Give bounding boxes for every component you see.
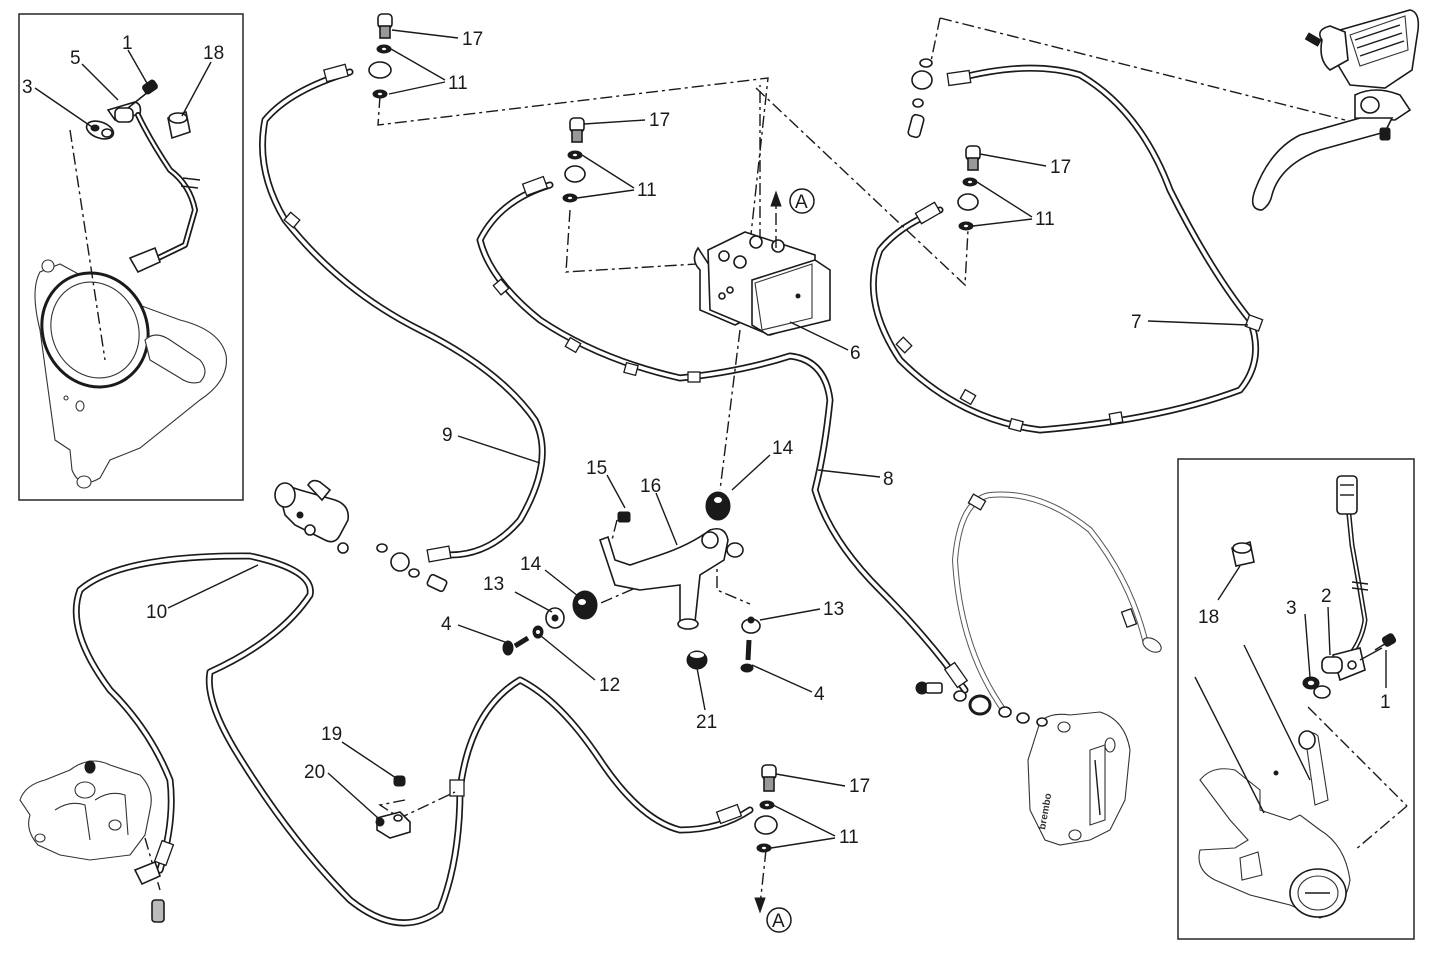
callout-leaders bbox=[167, 29, 1249, 849]
callout-11: 11 bbox=[1035, 209, 1055, 230]
callout-18: 18 bbox=[203, 43, 224, 64]
callout-4: 4 bbox=[814, 684, 825, 705]
callout-labels: 17 11 17 11 17 11 6 7 8 9 10 14 15 16 14… bbox=[146, 29, 1142, 848]
callout-17: 17 bbox=[849, 776, 870, 797]
banjo-assembly-right bbox=[957, 145, 981, 231]
callout-1: 1 bbox=[122, 33, 133, 54]
front-brake-caliper: brembo bbox=[1027, 711, 1131, 846]
ref-circle-top bbox=[789, 188, 815, 214]
banjo-assembly-center bbox=[562, 117, 586, 203]
callout-2: 2 bbox=[1321, 586, 1332, 607]
rear-brake-caliper bbox=[19, 760, 165, 923]
callout-3: 3 bbox=[1286, 598, 1297, 619]
callout-13: 13 bbox=[823, 599, 844, 620]
callout-17: 17 bbox=[1050, 157, 1071, 178]
front-brake-lever-master-cylinder bbox=[1251, 9, 1420, 211]
inset-frame-left bbox=[18, 13, 244, 501]
callout-6: 6 bbox=[850, 343, 861, 364]
callout-17: 17 bbox=[649, 110, 670, 131]
callout-11: 11 bbox=[839, 827, 859, 848]
inset-front-sensor: 1 5 3 18 bbox=[18, 13, 244, 501]
banjo-assembly-top-left bbox=[368, 13, 393, 99]
callout-9: 9 bbox=[442, 425, 453, 446]
hose-10 bbox=[72, 552, 754, 927]
banjo-assembly-top-right-lever bbox=[907, 58, 933, 139]
screw-19 bbox=[393, 775, 406, 787]
rubber-mount-upper bbox=[705, 491, 731, 521]
screw-15 bbox=[617, 511, 631, 523]
hose-7 bbox=[869, 64, 1264, 434]
cable-clip-left bbox=[167, 110, 191, 140]
assembly-line bbox=[69, 129, 106, 361]
callout-1: 1 bbox=[1380, 692, 1391, 713]
rear-speed-sensor bbox=[1321, 475, 1369, 682]
reference-arrow-bottom: A bbox=[754, 897, 792, 933]
callout-10: 10 bbox=[146, 602, 167, 623]
inset-frame-right bbox=[1177, 458, 1415, 940]
rear-master-cylinder bbox=[274, 479, 448, 593]
abs-control-unit bbox=[693, 231, 831, 336]
hose-clamp-20 bbox=[375, 811, 411, 839]
rear-swingarm-hub bbox=[1194, 644, 1351, 919]
reference-arrow-top: A bbox=[770, 188, 815, 248]
callout-11: 11 bbox=[448, 73, 468, 94]
callout-4: 4 bbox=[441, 614, 452, 635]
callout-7: 7 bbox=[1131, 312, 1142, 333]
callout-21: 21 bbox=[696, 712, 717, 733]
callout-3: 3 bbox=[22, 77, 33, 98]
callout-18: 18 bbox=[1198, 607, 1219, 628]
callout-17: 17 bbox=[462, 29, 483, 50]
reference-label-A-top: A bbox=[795, 192, 808, 213]
ref-circle-bottom bbox=[766, 907, 792, 933]
callout-15: 15 bbox=[586, 458, 607, 479]
screw-4-left bbox=[502, 635, 530, 656]
front-sensor-bracket bbox=[34, 259, 228, 489]
spacer-right bbox=[741, 616, 761, 634]
front-sensor-spacer bbox=[85, 120, 115, 140]
callout-13: 13 bbox=[483, 574, 504, 595]
front-caliper-hose-light bbox=[951, 491, 1162, 715]
rear-sensor-screw bbox=[1359, 633, 1397, 661]
hose-9 bbox=[259, 63, 546, 563]
spacer-left bbox=[545, 607, 565, 629]
assembly-line bbox=[1354, 805, 1408, 851]
rubber-grommet-21 bbox=[686, 650, 708, 670]
hose-8 bbox=[476, 175, 969, 694]
front-sensor-screw bbox=[127, 79, 158, 109]
assembly-line bbox=[1307, 706, 1408, 807]
screw-4-right bbox=[740, 639, 754, 673]
callout-14: 14 bbox=[520, 554, 542, 575]
washer-12 bbox=[532, 625, 544, 639]
callout-8: 8 bbox=[883, 469, 894, 490]
banjo-assembly-bottom bbox=[754, 764, 778, 853]
cable-clip-right bbox=[1231, 540, 1255, 567]
reference-label-A-bottom: A bbox=[772, 911, 785, 932]
rubber-mount-lower bbox=[572, 590, 598, 620]
callout-5: 5 bbox=[70, 48, 81, 69]
callout-14: 14 bbox=[772, 438, 794, 459]
abs-bracket bbox=[598, 527, 744, 630]
callout-16: 16 bbox=[640, 476, 661, 497]
front-caliper-banjo-stack bbox=[915, 681, 1048, 727]
rear-sensor-spacer bbox=[1302, 676, 1331, 699]
callout-12: 12 bbox=[599, 675, 620, 696]
callout-11: 11 bbox=[637, 180, 657, 201]
callout-19: 19 bbox=[321, 724, 342, 745]
front-speed-sensor bbox=[106, 101, 201, 274]
callout-20: 20 bbox=[304, 762, 325, 783]
inset-rear-sensor: 18 2 3 1 bbox=[1177, 458, 1415, 940]
